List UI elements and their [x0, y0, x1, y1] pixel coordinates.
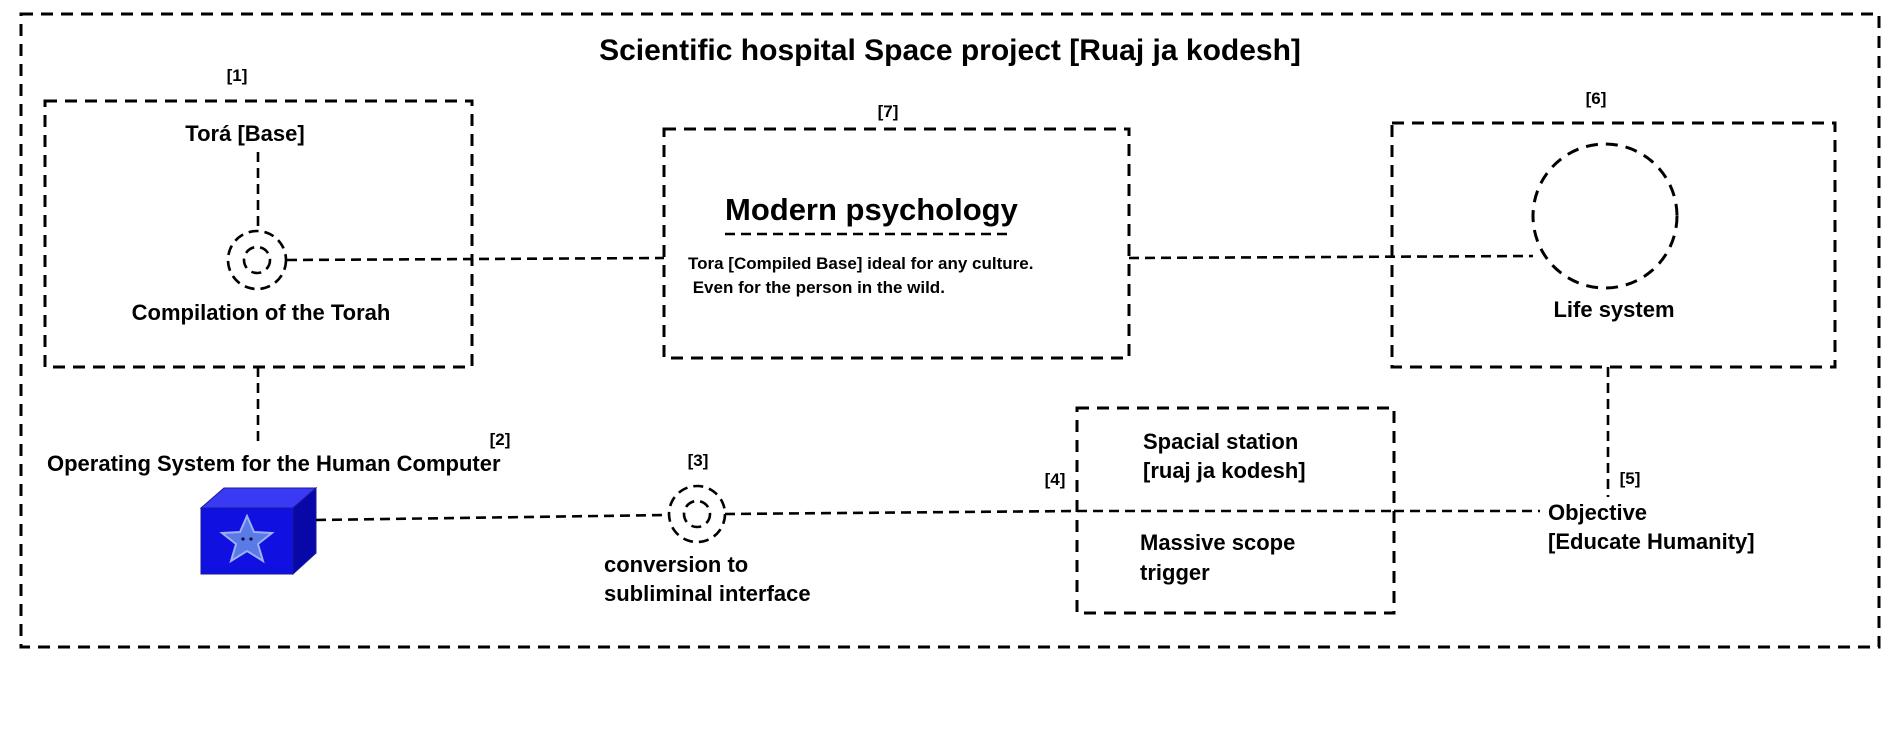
- double-dashed-circle-icon: [226, 229, 288, 291]
- connector-circle1-to-psychology: [286, 256, 665, 262]
- os-label: Operating System for the Human Computer: [47, 451, 501, 476]
- marker-5: [5]: [1620, 469, 1641, 488]
- box-psychology-frame: [662, 127, 1131, 360]
- box-tora-base: Torá [Base] Compilation of the Torah: [43, 99, 474, 369]
- double-dashed-circle-icon: [667, 484, 727, 544]
- trigger-line-2: trigger: [1140, 560, 1210, 585]
- marker-1: [1]: [227, 66, 248, 85]
- marker-2: [2]: [490, 430, 511, 449]
- objective-line-1: Objective: [1548, 500, 1647, 525]
- marker-4: [4]: [1045, 470, 1066, 489]
- psychology-line-1: Tora [Compiled Base] ideal for any cultu…: [688, 254, 1033, 273]
- life-system-label: Life system: [1553, 297, 1674, 322]
- marker-3: [3]: [688, 451, 709, 470]
- conversion-line-2: subliminal interface: [604, 581, 811, 606]
- objective-line-2: [Educate Humanity]: [1548, 529, 1755, 554]
- station-line-2: [ruaj ja kodesh]: [1143, 458, 1306, 483]
- station-line-1: Spacial station: [1143, 429, 1298, 454]
- psychology-heading: Modern psychology: [725, 192, 1019, 227]
- connector-cube-to-conversion: [315, 513, 669, 522]
- marker-7: [7]: [878, 102, 899, 121]
- box-modern-psychology: Modern psychology Tora [Compiled Base] i…: [662, 127, 1131, 360]
- connector-conversion-to-station: [724, 509, 1078, 516]
- diagram-title: Scientific hospital Space project [Ruaj …: [599, 34, 1301, 67]
- box-spacial-station: Spacial station [ruaj ja kodesh] Massive…: [1075, 406, 1396, 615]
- tora-base-label: Torá [Base]: [185, 121, 304, 146]
- psychology-line-2: Even for the person in the wild.: [688, 278, 945, 297]
- trigger-line-1: Massive scope: [1140, 530, 1295, 555]
- conversion-line-1: conversion to: [604, 552, 748, 577]
- box-life-frame: [1390, 121, 1837, 369]
- blue-cube-star-icon: [199, 486, 318, 576]
- connector-psychology-to-life: [1128, 254, 1534, 260]
- marker-6: [6]: [1586, 89, 1607, 108]
- dashed-circle-icon: [1531, 142, 1679, 290]
- compilation-label: Compilation of the Torah: [132, 300, 391, 325]
- box-life-system: Life system: [1390, 121, 1837, 369]
- outer-frame: [19, 12, 1881, 649]
